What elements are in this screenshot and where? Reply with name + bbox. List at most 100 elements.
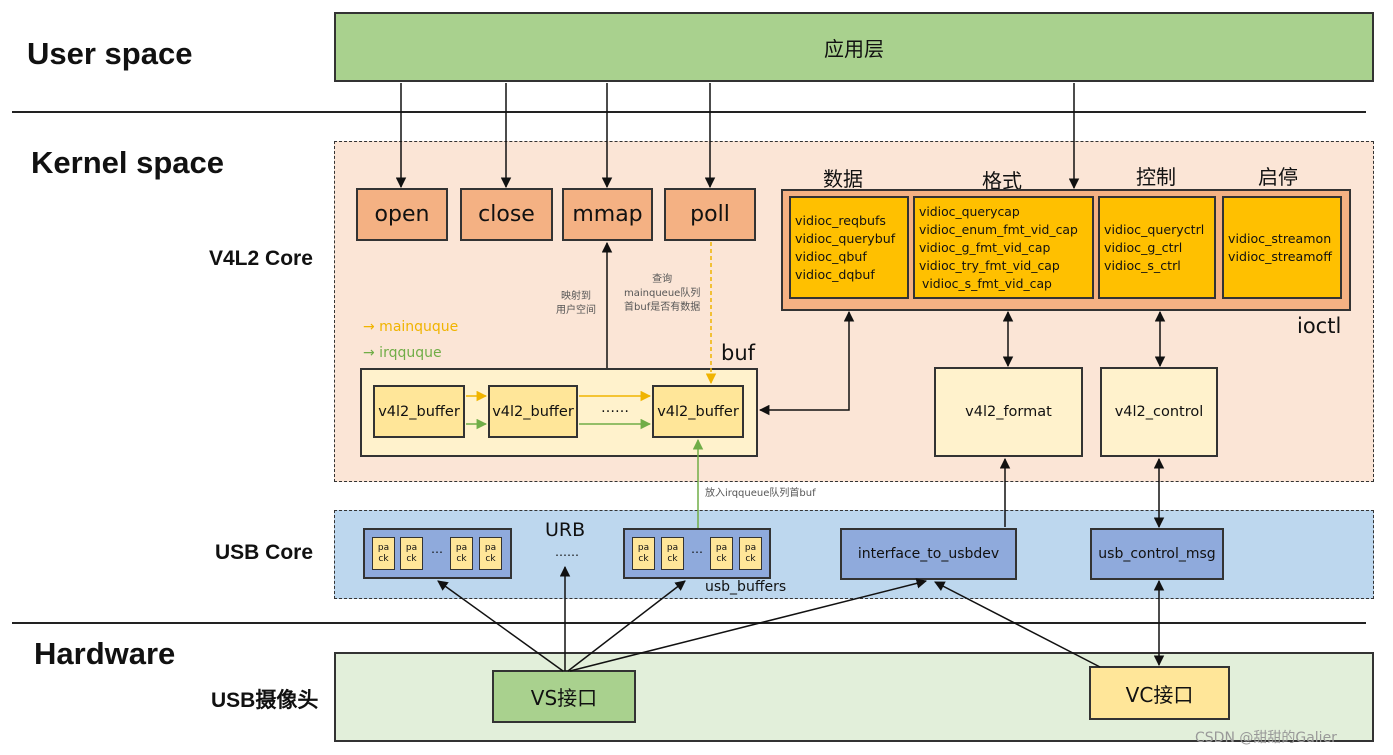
pack-text: pa bbox=[455, 542, 468, 553]
interface-to-usbdev-box: interface_to_usbdev bbox=[840, 528, 1017, 580]
usb-core-label: USB Core bbox=[215, 541, 314, 564]
ioctl-item: vidioc_try_fmt_vid_cap bbox=[919, 257, 1060, 273]
v4l2-buffer-2: v4l2_buffer bbox=[488, 385, 578, 438]
v4l2-format-box: v4l2_format bbox=[934, 367, 1083, 457]
v4l2-buffer-3: v4l2_buffer bbox=[652, 385, 744, 438]
open-label: open bbox=[374, 202, 430, 227]
buffer-ellipsis: …… bbox=[601, 400, 629, 416]
ioctl-data-group: vidioc_reqbufs vidioc_querybuf vidioc_qb… bbox=[789, 196, 909, 299]
v4l2-format-label: v4l2_format bbox=[965, 404, 1052, 420]
ioctl-item: vidioc_querybuf bbox=[795, 230, 896, 246]
pack-ellipsis: … bbox=[431, 542, 443, 556]
pack-ellipsis: … bbox=[691, 542, 703, 556]
ioctl-label: ioctl bbox=[1297, 314, 1342, 338]
v4l2-control-box: v4l2_control bbox=[1100, 367, 1218, 457]
ioctl-category-data: 数据 bbox=[823, 167, 863, 191]
poll-annotation-line: mainqueue队列 bbox=[624, 288, 701, 299]
mmap-annotation-line: 映射到 bbox=[561, 291, 591, 302]
usb-camera-label: USB摄像头 bbox=[211, 689, 319, 712]
pack-text: ck bbox=[638, 553, 649, 564]
buf-label: buf bbox=[721, 341, 756, 365]
pack-text: ck bbox=[667, 553, 678, 564]
v4l2-buffer-label: v4l2_buffer bbox=[492, 403, 574, 420]
ioctl-item: vidioc_g_ctrl bbox=[1104, 239, 1183, 255]
arrow-vc-usbdev bbox=[934, 581, 1101, 668]
usb-control-msg-box: usb_control_msg bbox=[1090, 528, 1224, 580]
pack-text: ck bbox=[716, 553, 727, 564]
user-kernel-divider bbox=[12, 111, 1366, 113]
ioctl-item: vidioc_querycap bbox=[919, 203, 1020, 219]
ioctl-item: vidioc_reqbufs bbox=[795, 212, 886, 228]
poll-syscall-box: poll bbox=[664, 188, 756, 241]
pack-text: pa bbox=[715, 542, 728, 553]
v4l2-core-label: V4L2 Core bbox=[209, 247, 313, 270]
ioctl-item: vidioc_streamoff bbox=[1228, 248, 1332, 264]
application-layer-label: 应用层 bbox=[824, 36, 884, 61]
arrow-vs-urb-left bbox=[437, 580, 564, 672]
usb-buffers-label: usb_buffers bbox=[705, 579, 787, 595]
v4l2-buffer-label: v4l2_buffer bbox=[378, 403, 460, 420]
pack-text: ck bbox=[406, 553, 417, 564]
pack-text: ck bbox=[485, 553, 496, 564]
vc-interface-box: VC接口 bbox=[1089, 666, 1230, 720]
usb-control-msg-label: usb_control_msg bbox=[1098, 546, 1216, 562]
user-space-title: User space bbox=[27, 36, 193, 71]
application-layer-box: 应用层 bbox=[334, 12, 1374, 82]
v4l2-buffer-1: v4l2_buffer bbox=[373, 385, 465, 438]
poll-annotation-line: 查询 bbox=[652, 274, 673, 285]
pack-text: pa bbox=[744, 542, 757, 553]
vs-interface-box: VS接口 bbox=[492, 670, 636, 723]
vc-interface-label: VC接口 bbox=[1125, 682, 1194, 707]
ioctl-item: vidioc_s_fmt_vid_cap bbox=[922, 275, 1052, 291]
pack-text: pa bbox=[377, 542, 390, 553]
mmap-annotation-line: 用户空间 bbox=[556, 305, 596, 316]
kernel-hardware-divider bbox=[12, 622, 1366, 624]
close-syscall-box: close bbox=[460, 188, 553, 241]
mmap-syscall-box: mmap bbox=[562, 188, 653, 241]
ioctl-format-group: vidioc_querycap vidioc_enum_fmt_vid_cap … bbox=[913, 196, 1094, 299]
pack-text: ck bbox=[378, 553, 389, 564]
pack-text: pa bbox=[484, 542, 497, 553]
ioctl-category-streaming: 启停 bbox=[1258, 165, 1298, 189]
pack-text: ck bbox=[745, 553, 756, 564]
watermark: CSDN @甜甜的Galier bbox=[1195, 730, 1337, 746]
pack-text: pa bbox=[637, 542, 650, 553]
ioctl-category-control: 控制 bbox=[1136, 165, 1176, 189]
arrow-ioctl-buf bbox=[758, 310, 855, 416]
ioctl-item: vidioc_queryctrl bbox=[1104, 221, 1205, 237]
v4l2-buffer-label: v4l2_buffer bbox=[657, 403, 739, 420]
poll-annotation: 查询 mainqueue队列 首buf是否有数据 bbox=[624, 273, 700, 315]
kernel-space-title: Kernel space bbox=[31, 145, 224, 180]
poll-annotation-line: 首buf是否有数据 bbox=[624, 302, 701, 313]
ioctl-item: vidioc_enum_fmt_vid_cap bbox=[919, 221, 1078, 237]
ioctl-item: vidioc_g_fmt_vid_cap bbox=[919, 239, 1051, 255]
urb-label: URB bbox=[545, 519, 586, 541]
pack-text: pa bbox=[405, 542, 418, 553]
hardware-title: Hardware bbox=[34, 636, 176, 671]
legend-mainqueue: → mainquque bbox=[363, 319, 459, 335]
ioctl-item: vidioc_streamon bbox=[1228, 230, 1332, 246]
urb-ellipsis: …… bbox=[555, 545, 579, 559]
arrow-vs-urb-right bbox=[567, 580, 686, 672]
mmap-annotation: 映射到 用户空间 bbox=[556, 290, 596, 318]
ioctl-item: vidioc_dqbuf bbox=[795, 266, 875, 282]
v4l2-control-label: v4l2_control bbox=[1114, 404, 1204, 420]
open-syscall-box: open bbox=[356, 188, 448, 241]
ioctl-control-group: vidioc_queryctrl vidioc_g_ctrl vidioc_s_… bbox=[1098, 196, 1216, 299]
pack-text: ck bbox=[456, 553, 467, 564]
irq-annotation: 放入irqqueue队列首buf bbox=[705, 488, 816, 499]
vs-interface-label: VS接口 bbox=[530, 686, 598, 710]
interface-to-usbdev-label: interface_to_usbdev bbox=[857, 546, 1000, 562]
poll-label: poll bbox=[690, 202, 730, 227]
